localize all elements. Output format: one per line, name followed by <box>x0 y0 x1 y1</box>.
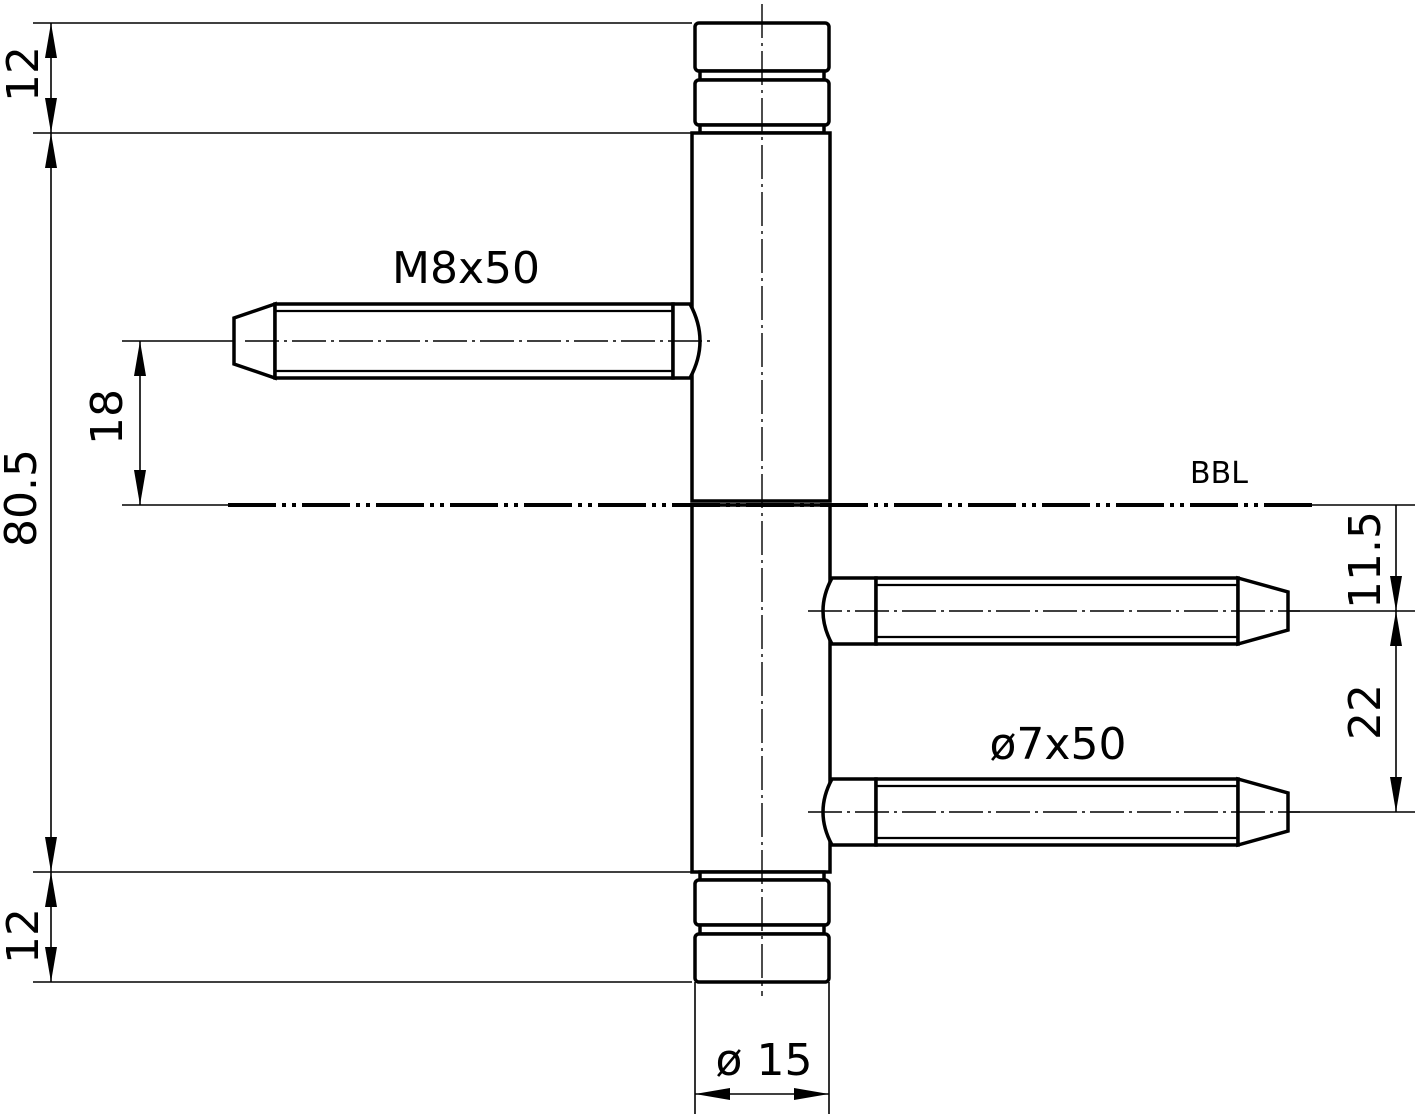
dim-body-height: 80.5 <box>0 449 47 547</box>
upper-knuckle <box>690 131 832 503</box>
callout-threaded-pin: M8x50 <box>392 243 540 294</box>
dim-pin-offset-right-upper: 11.5 <box>1340 511 1391 609</box>
dim-top-cap: 12 <box>0 46 49 102</box>
dimension-arrows <box>45 23 1402 1100</box>
hinge-body <box>690 21 832 984</box>
lower-knuckle <box>690 503 832 874</box>
dim-diameter: ø 15 <box>716 1035 813 1086</box>
dim-bottom-cap: 12 <box>0 908 49 964</box>
dim-pin-spacing-right: 22 <box>1340 684 1391 740</box>
dim-pin-offset-left: 18 <box>82 389 133 445</box>
callout-reference-line: BBL <box>1190 456 1248 491</box>
callout-smooth-pins: ø7x50 <box>990 719 1127 770</box>
centerlines <box>245 4 1300 996</box>
